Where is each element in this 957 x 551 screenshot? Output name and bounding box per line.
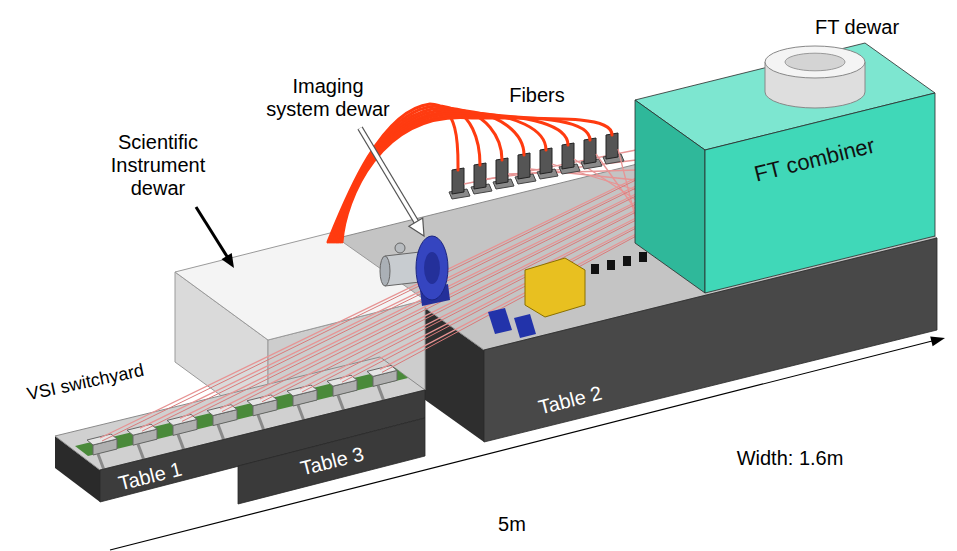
fiber <box>336 112 546 242</box>
ft-dewar-lid <box>785 53 845 71</box>
beam <box>102 178 640 441</box>
injection-unit <box>452 168 464 194</box>
mount-post <box>378 385 384 401</box>
camera-knob <box>395 243 405 253</box>
fiber <box>340 116 590 242</box>
fiber-bundle <box>328 104 612 242</box>
leader-line <box>196 207 228 258</box>
beam <box>100 176 640 438</box>
fiber <box>328 104 458 242</box>
light-beams <box>100 176 640 441</box>
injection-unit <box>474 163 486 189</box>
callout-label: FT dewar <box>815 16 899 39</box>
mount-post <box>138 444 144 460</box>
beam <box>596 154 636 210</box>
callout-label: Imaging system dewar <box>263 75 393 121</box>
imaging-dewar-hub <box>424 252 440 284</box>
mount-post <box>338 395 344 411</box>
box-face <box>238 418 425 504</box>
mount-post <box>258 415 264 431</box>
leader-line <box>360 128 417 223</box>
injection-unit <box>540 148 552 174</box>
injection-unit <box>518 153 530 179</box>
lower-mount <box>591 264 599 274</box>
mount-post <box>178 434 184 450</box>
beam <box>140 184 640 428</box>
dimension-label: Width: 1.6m <box>737 447 844 470</box>
yellow-unit <box>525 258 585 317</box>
callout-label: Scientific Instrument dewar <box>99 131 217 200</box>
mount-post <box>98 454 104 470</box>
dewar-top <box>175 233 425 340</box>
leader-line <box>360 128 417 223</box>
callout-label: VSI switchyard <box>26 360 147 405</box>
fiber <box>332 108 502 242</box>
callout-label: Fibers <box>509 84 565 107</box>
lower-mount <box>639 252 647 262</box>
table-face: Table 3 <box>238 418 425 504</box>
box-face <box>635 100 705 293</box>
mount-post <box>218 425 224 441</box>
fiber <box>338 114 568 242</box>
arrow-head <box>409 218 424 236</box>
arrow-head <box>930 337 945 347</box>
blue-unit <box>514 314 536 338</box>
injection-unit <box>584 138 596 164</box>
fiber <box>342 117 612 242</box>
lower-mount <box>607 260 615 270</box>
beam <box>182 194 640 421</box>
injection-unit <box>562 143 574 169</box>
box-face <box>705 93 935 293</box>
camera-end <box>380 256 390 286</box>
blue-unit <box>488 308 512 334</box>
arrow-head <box>222 253 235 268</box>
lower-mount <box>623 256 631 266</box>
beam <box>574 159 636 200</box>
injection-unit <box>496 158 508 184</box>
combiner-box: FT combiner <box>635 43 935 293</box>
ft-dewar-top <box>765 46 865 78</box>
beam <box>142 186 640 431</box>
dimension-label: 5m <box>498 513 526 536</box>
mount-post <box>298 405 304 421</box>
injection-unit <box>606 133 618 159</box>
imaging-dewar <box>416 236 448 300</box>
